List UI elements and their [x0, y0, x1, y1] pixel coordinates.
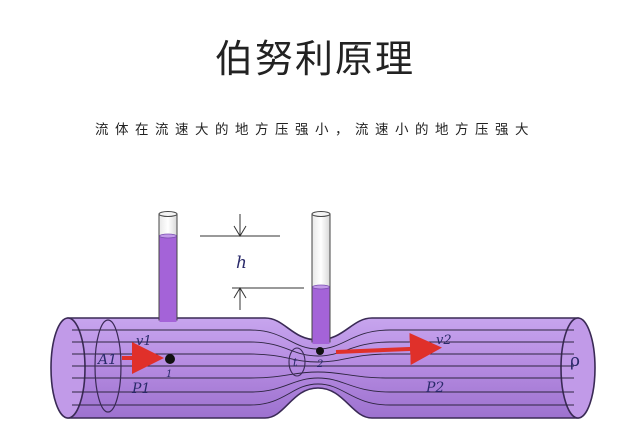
cross-section-narrow: [288, 347, 306, 377]
velocity-arrow-2: [335, 332, 442, 365]
point-2-label: 2: [316, 359, 323, 370]
page-subtitle: 流体在流速大的地方压强小，流速小的地方压强大: [95, 122, 535, 138]
pipe-right-end: [560, 317, 596, 419]
pressure-1-label: P1: [131, 381, 150, 397]
height-label: h: [236, 253, 247, 273]
right-manometer-tube: [311, 211, 331, 344]
point-1-label: 1: [166, 369, 172, 380]
left-manometer-tube: [158, 211, 178, 322]
density-label: ρ: [570, 351, 580, 371]
cross-section-a1: [94, 319, 122, 413]
velocity-2-label: v2: [436, 333, 452, 348]
height-dimension: [200, 214, 304, 310]
velocity-1-label: v1: [136, 334, 152, 349]
point-2-marker: [316, 347, 324, 355]
point-1-marker: [165, 354, 175, 364]
pipe-left-end: [50, 317, 86, 419]
pressure-2-label: P2: [425, 380, 444, 396]
area-2-label: t: [293, 356, 298, 369]
area-1-label: A1: [96, 352, 117, 368]
page-title: 伯努利原理: [214, 37, 415, 81]
